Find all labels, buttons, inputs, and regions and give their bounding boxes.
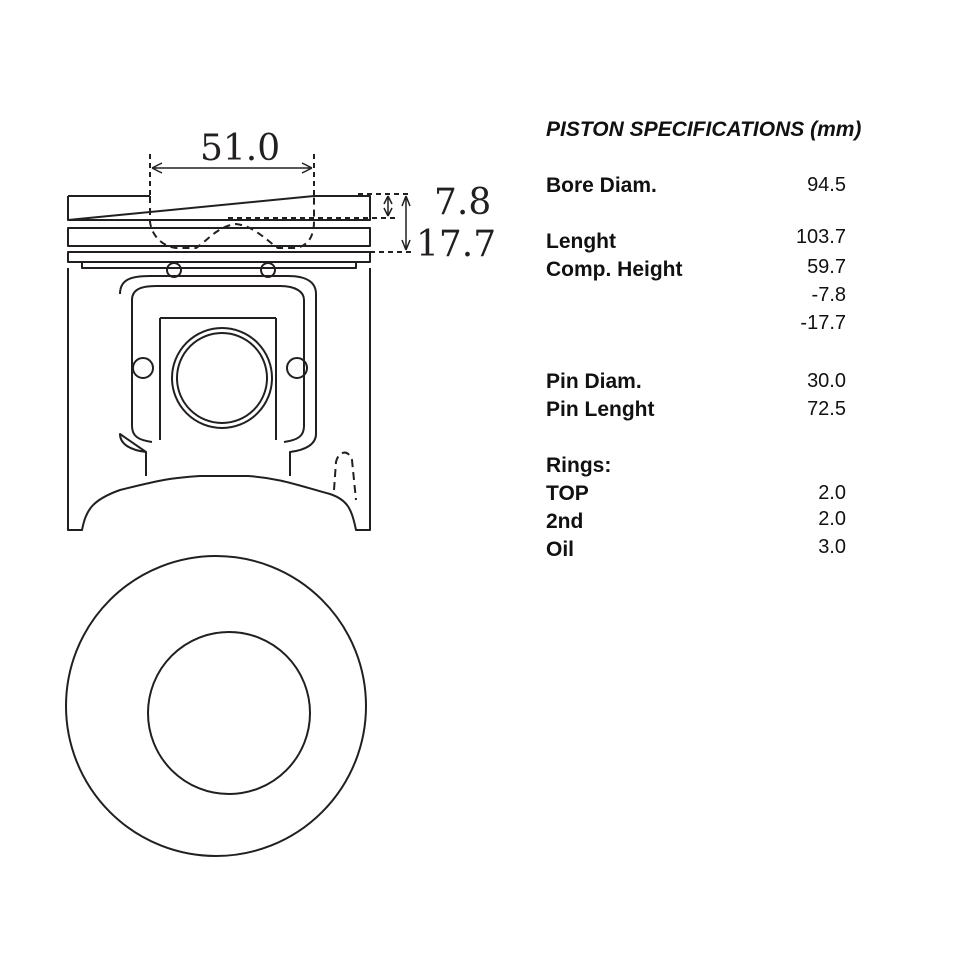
- bowl-depth-2-value: -17.7: [800, 312, 846, 334]
- rings-label: Rings:: [546, 454, 612, 477]
- ring-groove-second: [67, 251, 371, 263]
- ring-2nd-label: 2nd: [546, 510, 584, 533]
- dim-7-8-arrow: [383, 195, 393, 217]
- bore-label: Bore Diam.: [546, 174, 657, 197]
- ring-groove-top: [67, 227, 371, 247]
- specs-title: PISTON SPECIFICATIONS (mm): [546, 118, 862, 141]
- pin-lock-left: [132, 357, 154, 379]
- ring-2nd-value: 2.0: [818, 508, 846, 530]
- pin-length-value: 72.5: [807, 398, 846, 420]
- skirt-relief: [333, 451, 357, 501]
- piston-pin: [171, 327, 273, 429]
- piston-top-outer: [65, 555, 367, 857]
- ring-oil-label: Oil: [546, 538, 575, 561]
- pin-slot: [159, 317, 277, 440]
- ring-oil-value: 3.0: [818, 536, 846, 558]
- bore-value: 94.5: [807, 174, 846, 196]
- pin-diam-label: Pin Diam.: [546, 370, 642, 393]
- comp-height-label: Comp. Height: [546, 258, 683, 281]
- length-value: 103.7: [795, 226, 846, 248]
- dim-bowl-diameter: 51.0: [200, 128, 280, 169]
- piston-top-bowl: [147, 631, 311, 795]
- pin-lock-right: [286, 357, 308, 379]
- pin-diam-value: 30.0: [807, 370, 846, 392]
- comp-height-value: 59.7: [807, 256, 846, 278]
- dim-51-arrow: [151, 162, 313, 174]
- piston-crown: [67, 195, 371, 221]
- dim-bowl-depth-lower: 17.7: [416, 224, 496, 265]
- dim-17-7-arrow: [401, 195, 411, 251]
- pin-length-label: Pin Lenght: [546, 398, 655, 421]
- length-label: Lenght: [546, 230, 616, 253]
- bowl-depth-1-value: -7.8: [811, 284, 846, 306]
- dim-depth-ext: [358, 193, 412, 253]
- pin-boss-inner: [131, 285, 305, 443]
- dim-bowl-depth-upper: 7.8: [434, 182, 491, 223]
- dim-51-line: [149, 154, 315, 196]
- oil-hole-right: [260, 262, 276, 278]
- ring-top-label: TOP: [546, 482, 589, 505]
- combustion-bowl: [149, 196, 315, 249]
- oil-hole-left: [166, 262, 182, 278]
- ring-top-value: 2.0: [818, 482, 846, 504]
- piston-pin-inner: [176, 332, 268, 424]
- pin-boss: [119, 275, 317, 476]
- ring-groove-oil: [81, 262, 357, 269]
- piston-skirt-outline: [67, 268, 371, 531]
